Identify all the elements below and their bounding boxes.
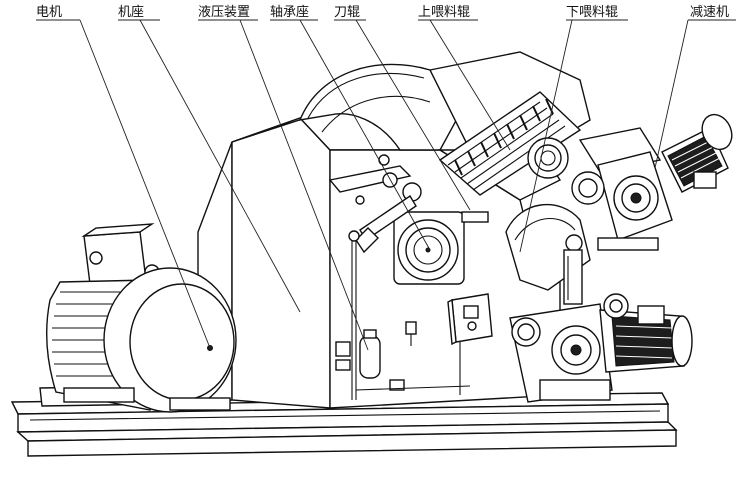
label-upper-feed-roller: 上喂料辊 bbox=[418, 5, 470, 20]
label-lower-feed-roller: 下喂料辊 bbox=[566, 5, 618, 20]
upper-reducer bbox=[571, 127, 673, 251]
lower-reducer-motor bbox=[599, 293, 693, 373]
lower-feed-roller bbox=[505, 203, 591, 305]
knife-roller-bearing bbox=[393, 211, 489, 285]
lower-reducer bbox=[509, 303, 613, 403]
label-base: 机座 bbox=[118, 5, 144, 20]
hydraulic-device bbox=[335, 230, 471, 400]
main-motor bbox=[45, 223, 237, 413]
label-bearing-seat: 轴承座 bbox=[270, 5, 309, 20]
leader-lines bbox=[79, 19, 689, 351]
upper-reducer-motor bbox=[661, 113, 733, 193]
label-knife-roller: 刀辊 bbox=[334, 5, 360, 20]
upper-feed-roller bbox=[438, 91, 582, 196]
label-motor: 电机 bbox=[36, 5, 62, 20]
control-box bbox=[447, 293, 493, 346]
labels: 电机 机座 液压装置 轴承座 刀辊 上喂料辊 下喂料辊 减速机 bbox=[36, 5, 736, 21]
label-hydraulic: 液压装置 bbox=[198, 5, 250, 20]
label-reducer: 减速机 bbox=[690, 5, 729, 20]
